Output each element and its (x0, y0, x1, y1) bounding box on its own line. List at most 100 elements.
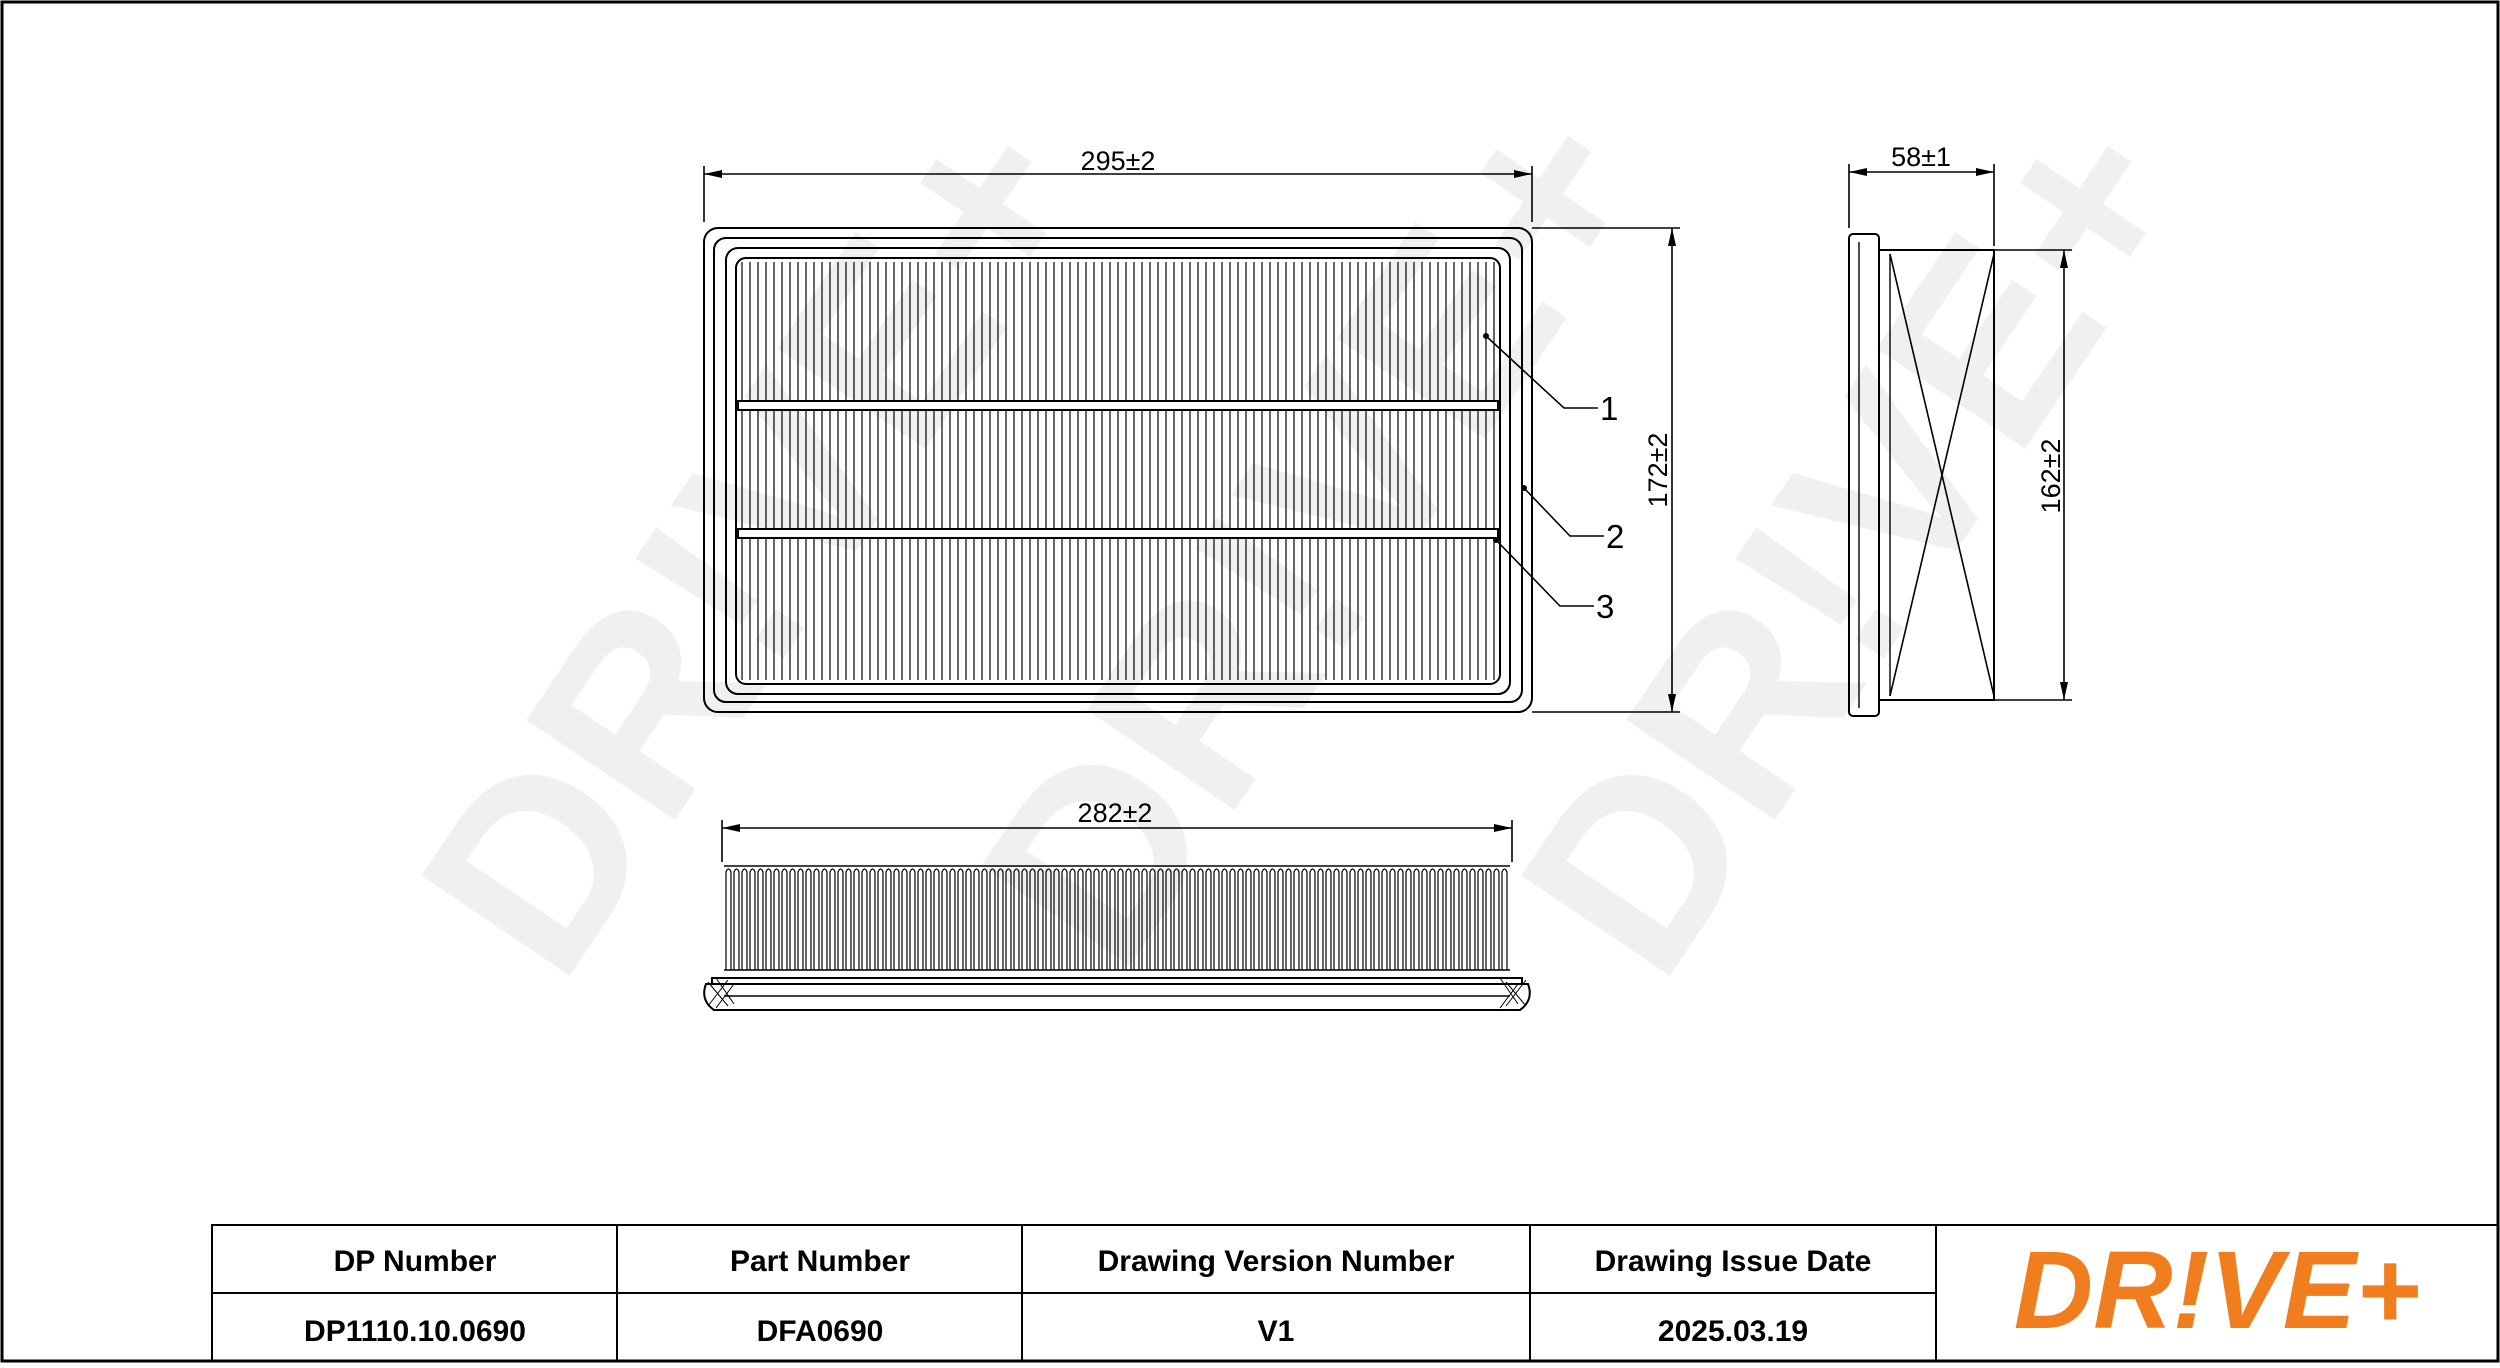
pleat-fold (893, 868, 900, 970)
pleat-fold (989, 868, 996, 970)
pleat-fold (965, 868, 972, 970)
support-rib-upper (737, 400, 1499, 411)
pleat-fold (1285, 868, 1292, 970)
pleat-fold (797, 868, 804, 970)
pleat-fold (861, 868, 868, 970)
pleat-fold (1477, 868, 1484, 970)
pleat-fold (1413, 868, 1420, 970)
pleat-fold (813, 868, 820, 970)
pleat-fold (773, 868, 780, 970)
pleat-fold (1301, 868, 1308, 970)
pleat-fold (981, 868, 988, 970)
pleat-fold (765, 868, 772, 970)
pleat-fold (757, 868, 764, 970)
pleat-fold (1485, 868, 1492, 970)
pleat-fold (1461, 868, 1468, 970)
pleat-fold (1333, 868, 1340, 970)
pleat-fold (1157, 868, 1164, 970)
pleat-fold (1149, 868, 1156, 970)
pleat-fold (1053, 868, 1060, 970)
dim-top-height-label: 172±2 (1643, 433, 1673, 508)
pleat-fold (1173, 868, 1180, 970)
pleat-fold (941, 868, 948, 970)
pleat-fold (909, 868, 916, 970)
pleat-fold (1141, 868, 1148, 970)
pleat-fold (789, 868, 796, 970)
pleat-fold (1469, 868, 1476, 970)
callout-leaders (1483, 333, 1604, 607)
pleat-fold (933, 868, 940, 970)
pleat-fold (749, 868, 756, 970)
pleat-fold (1453, 868, 1460, 970)
support-rib-lower (737, 528, 1499, 539)
pleat-fold (821, 868, 828, 970)
dim-side-depth (1848, 164, 1995, 246)
dim-bottom-width-label: 282±2 (1078, 798, 1153, 828)
pleat-fold (1437, 868, 1444, 970)
pleat-fold (1013, 868, 1020, 970)
callout-2: 2 (1606, 518, 1624, 555)
header-issue-date: Drawing Issue Date (1595, 1245, 1872, 1278)
pleat-fold (1421, 868, 1428, 970)
value-part-number: DFA0690 (757, 1315, 884, 1348)
pleat-fold (1061, 868, 1068, 970)
pleat-fold (1085, 868, 1092, 970)
dim-side-height (1994, 249, 2072, 701)
pleat-fold (1493, 868, 1500, 970)
top-view-frame-inner (725, 247, 1511, 695)
side-view (1848, 233, 1995, 717)
pleat-fold (1037, 868, 1044, 970)
pleat-fold (1341, 868, 1348, 970)
dim-top-height (1532, 227, 1680, 713)
pleat-fold (1253, 868, 1260, 970)
pleat-fold (805, 868, 812, 970)
pleat-fold (877, 868, 884, 970)
title-block (211, 1224, 2499, 1362)
front-view (703, 865, 1531, 1011)
pleat-fold (1309, 868, 1316, 970)
pleat-fold (973, 868, 980, 970)
pleat-fold (1445, 868, 1452, 970)
pleat-fold (1229, 868, 1236, 970)
pleat-fold (1205, 868, 1212, 970)
pleat-fold (1069, 868, 1076, 970)
pleat-fold (1349, 868, 1356, 970)
pleat-fold (853, 868, 860, 970)
pleat-fold (1325, 868, 1332, 970)
pleat-fold (1221, 868, 1228, 970)
pleat-fold (1213, 868, 1220, 970)
pleat-fold (885, 868, 892, 970)
pleat-fold (1181, 868, 1188, 970)
pleat-fold (1117, 868, 1124, 970)
pleat-fold (1077, 868, 1084, 970)
dim-top-width-label: 295±2 (1081, 146, 1156, 176)
pleat-fold (1245, 868, 1252, 970)
pleat-fold (997, 868, 1004, 970)
dim-side-height-label: 162±2 (2036, 439, 2066, 514)
top-view-pleats (741, 262, 1495, 680)
pleat-fold (1429, 868, 1436, 970)
pleat-fold (837, 868, 844, 970)
pleat-fold (1389, 868, 1396, 970)
pleat-fold (957, 868, 964, 970)
value-issue-date: 2025.03.19 (1658, 1315, 1808, 1348)
pleat-fold (1501, 868, 1508, 970)
pleat-fold (1133, 868, 1140, 970)
pleat-fold (1029, 868, 1036, 970)
dim-side-depth-label: 58±1 (1891, 142, 1951, 172)
pleat-fold (1237, 868, 1244, 970)
header-version-number: Drawing Version Number (1098, 1245, 1455, 1278)
pleat-fold (1293, 868, 1300, 970)
pleat-fold (829, 868, 836, 970)
pleat-fold (733, 868, 740, 970)
pleat-fold (1093, 868, 1100, 970)
callout-1: 1 (1600, 390, 1618, 427)
front-view-pleats (725, 868, 1508, 970)
pleat-fold (1365, 868, 1372, 970)
header-part-number: Part Number (730, 1245, 910, 1278)
dim-bottom-width (721, 820, 1513, 862)
value-version-number: V1 (1258, 1315, 1295, 1348)
top-view (703, 227, 1533, 713)
pleat-fold (901, 868, 908, 970)
